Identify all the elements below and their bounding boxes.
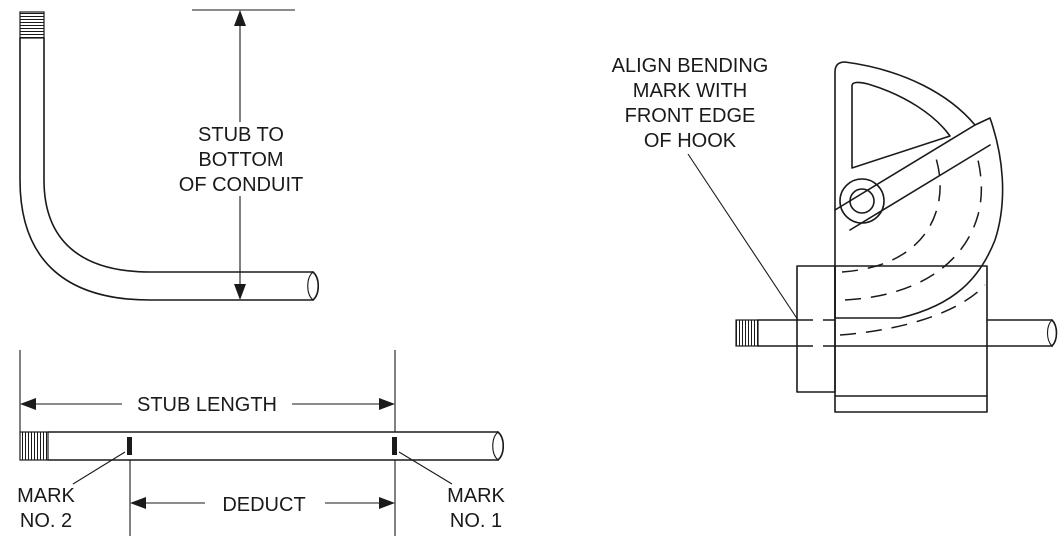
thread-top: [19, 11, 45, 39]
bender-window: [851, 81, 951, 169]
bender-head: [834, 61, 1004, 319]
align-note-line-1: ALIGN BENDING: [612, 55, 769, 77]
conduit-in-bender: [735, 319, 1058, 347]
stub-length-label: STUB LENGTH: [137, 394, 277, 416]
conduit-bender: [796, 61, 1004, 413]
mark-no-1-line-1: MARK: [447, 485, 505, 507]
bent-conduit: [19, 11, 320, 301]
thread-right: [735, 319, 759, 347]
align-leader: [687, 153, 799, 321]
straight-conduit: [19, 431, 505, 485]
arrow-up: [234, 10, 246, 26]
align-note-line-4: OF HOOK: [644, 130, 737, 152]
mark-no-1-line-2: NO. 1: [450, 510, 502, 532]
stub-length-dimension: [19, 350, 396, 432]
deduct-dimension: [129, 460, 396, 536]
stub-to-bottom-line-1: STUB TO: [198, 124, 284, 146]
pivot-inner: [849, 188, 875, 214]
align-note-line-3: FRONT EDGE: [625, 105, 756, 127]
mark-2: [127, 437, 132, 455]
stub-dimension: [192, 9, 295, 300]
thread-left: [19, 431, 49, 461]
stub-to-bottom-line-2: BOTTOM: [198, 149, 283, 171]
arrow-down: [234, 284, 246, 300]
bender-hook: [796, 265, 836, 393]
mark-no-2-line-2: NO. 2: [20, 510, 72, 532]
pivot-outer: [839, 178, 885, 224]
stub-to-bottom-line-3: OF CONDUIT: [179, 174, 303, 196]
mark-1: [392, 437, 397, 455]
align-note-line-2: MARK WITH: [633, 80, 747, 102]
mark-no-2-line-1: MARK: [17, 485, 75, 507]
deduct-label: DEDUCT: [222, 494, 305, 516]
